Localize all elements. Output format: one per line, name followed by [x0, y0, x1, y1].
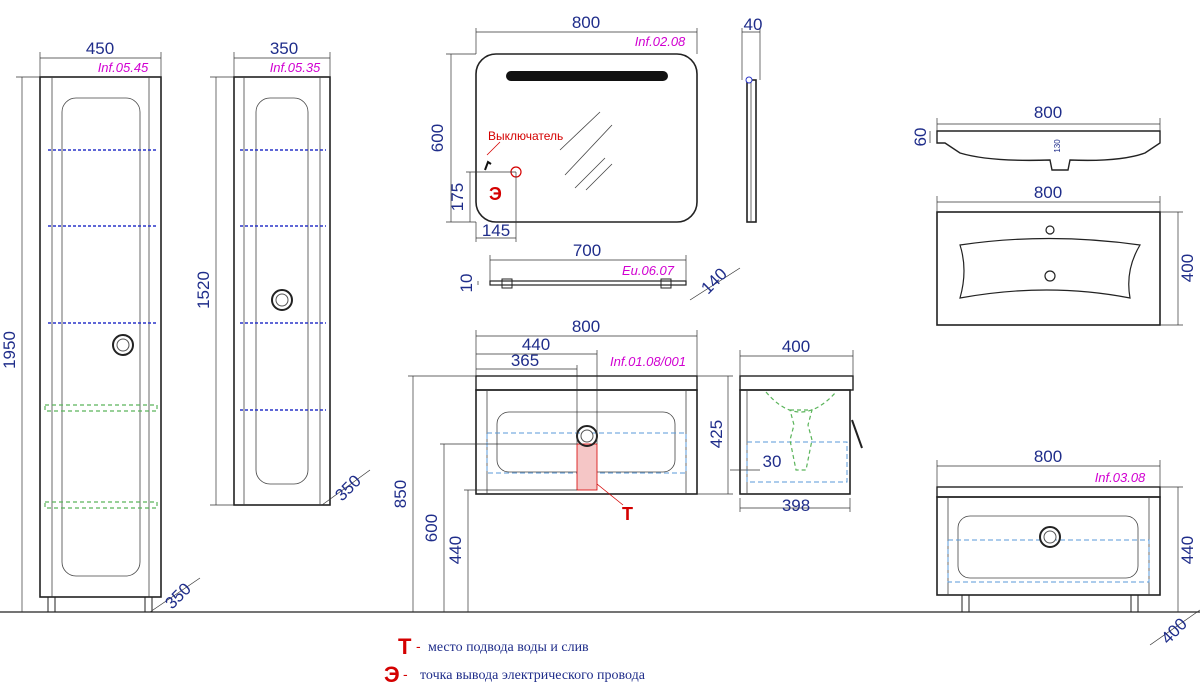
glass-shelf: 700 Eu.06.07 10 140: [457, 241, 741, 301]
vanity-side-inner-depth-label: 398: [782, 496, 810, 515]
tall-450-width-label: 450: [86, 39, 114, 58]
basin-top-width-label: 800: [1034, 183, 1062, 202]
vanity-front: Т 800 440 365 Inf.01.08/001 425 850 600 …: [391, 317, 733, 612]
tall-450-ref-label: Inf.05.45: [98, 60, 149, 75]
legend-water-text: место подвода воды и слив: [428, 640, 589, 655]
mirror-thickness-label: 40: [744, 15, 763, 34]
legend: Т - место подвода воды и слив Э - точка …: [384, 634, 646, 687]
vanity-width-label: 800: [572, 317, 600, 336]
vanity-side-depth-label: 400: [782, 337, 810, 356]
floor-cabinet-width-label: 800: [1034, 447, 1062, 466]
vanity-water-marker: Т: [622, 504, 633, 524]
vanity-body-height-label: 425: [707, 420, 726, 448]
tall-350-width-label: 350: [270, 39, 298, 58]
tall-450-depth-label: 350: [161, 579, 194, 612]
basin-side: 800 60 130: [911, 103, 1161, 171]
shelf-width-label: 700: [573, 241, 601, 260]
basin-height-label: 60: [911, 128, 930, 147]
mirror-socket-height-label: 175: [448, 183, 467, 211]
vanity-total-height-label: 850: [391, 480, 410, 508]
legend-power-dash: -: [403, 666, 408, 682]
floor-cabinet-height-label: 440: [1178, 536, 1197, 564]
legend-power-key: Э: [384, 662, 400, 687]
vanity-bottom-height-label: 440: [446, 536, 465, 564]
legend-water-dash: -: [416, 638, 421, 654]
mirror-switch-label: Выключатель: [488, 129, 563, 143]
mirror: Выключатель Э 800 Inf.02.08 600 175 145 …: [428, 13, 762, 242]
mirror-width-label: 800: [572, 13, 600, 32]
legend-power-text: точка вывода электрического провода: [420, 668, 646, 683]
basin-depth-label: 400: [1178, 254, 1197, 282]
legend-water-key: Т: [398, 634, 412, 659]
tall-cabinet-450: 450 Inf.05.45 1950 350: [0, 39, 201, 613]
basin-inner-label: 130: [1053, 139, 1062, 153]
mirror-ref-label: Inf.02.08: [635, 34, 686, 49]
vanity-offset-label: 365: [511, 351, 539, 370]
shelf-depth-label: 140: [697, 264, 730, 297]
tall-350-height-label: 1520: [194, 271, 213, 309]
floor-cabinet: 800 Inf.03.08 440 400: [936, 447, 1200, 648]
tall-350-ref-label: Inf.05.35: [270, 60, 321, 75]
vanity-inner-width-label: 440: [522, 335, 550, 354]
basin-top: 800 400: [936, 183, 1197, 326]
vanity-side: 400 398 30: [730, 337, 863, 515]
mirror-height-label: 600: [428, 124, 447, 152]
shelf-thickness-label: 10: [457, 274, 476, 293]
tall-cabinet-350: 350 Inf.05.35 1520 350: [194, 39, 371, 506]
floor-cabinet-ref-label: Inf.03.08: [1095, 470, 1146, 485]
mirror-socket-marker: Э: [489, 184, 502, 204]
vanity-ref-label: Inf.01.08/001: [610, 354, 686, 369]
basin-width-label: 800: [1034, 103, 1062, 122]
tall-450-height-label: 1950: [0, 331, 19, 369]
shelf-ref-label: Eu.06.07: [622, 263, 675, 278]
floor-cabinet-depth-label: 400: [1157, 614, 1190, 647]
vanity-side-gap-label: 30: [763, 452, 782, 471]
tall-350-depth-label: 350: [331, 471, 364, 504]
mirror-socket-offset-label: 145: [482, 221, 510, 240]
vanity-top-height-label: 600: [422, 514, 441, 542]
